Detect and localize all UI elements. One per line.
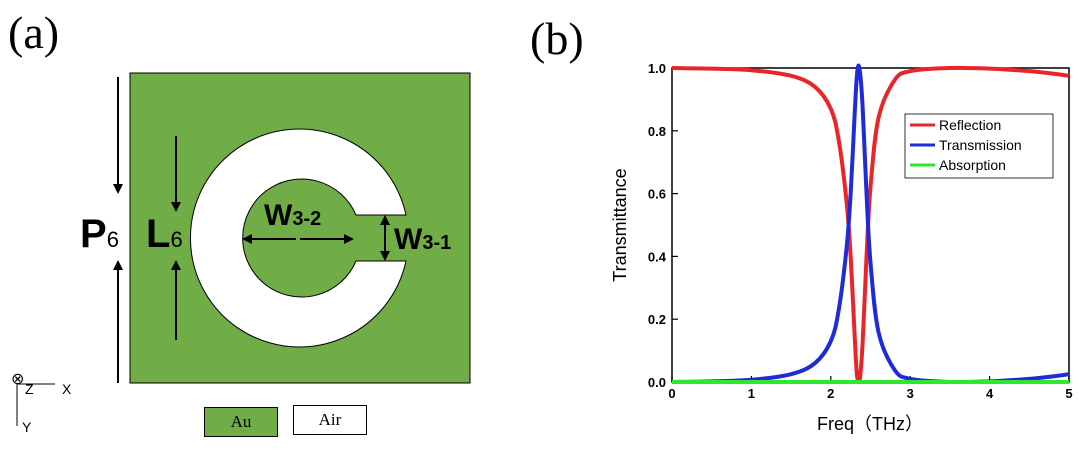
material-legend-air: Air	[293, 405, 367, 435]
air-split-ring	[189, 128, 407, 348]
x-tick-label: 2	[827, 386, 834, 401]
y-axis-label: Y	[22, 419, 32, 435]
x-tick-label: 0	[668, 386, 675, 401]
panel-a-label: (a)	[8, 7, 60, 58]
series-group	[671, 63, 1070, 385]
x-tick-label: 4	[986, 386, 994, 401]
y-tick-label: 0.2	[648, 312, 666, 327]
y-tick-label: 0.4	[648, 249, 667, 264]
legend-label-absorption: Absorption	[939, 157, 1006, 173]
x-tick-label: 1	[748, 386, 755, 401]
w32-label: W3-2	[264, 199, 321, 232]
series-line-transmission	[671, 63, 1070, 385]
tick-group: 0 1 2 3 4 5 0.0 0.2 0.4 0.6 0.8 1.0	[648, 61, 1073, 401]
x-axis-label: X	[62, 381, 72, 397]
legend-label-transmission: Transmission	[939, 137, 1022, 153]
y-tick-label: 0.6	[648, 187, 666, 202]
z-origin-icon: ⊗	[11, 371, 24, 388]
y-axis-title: Transmittance	[610, 168, 630, 281]
x-tick-label: 3	[907, 386, 914, 401]
panel-b-label: (b)	[530, 13, 584, 64]
unit-cell-diagram: P6 L6 W3-2 W3-1 ⊗ Z X Y	[11, 72, 471, 435]
x-tick-label: 5	[1065, 386, 1072, 401]
legend-label-reflection: Reflection	[939, 117, 1001, 133]
w31-label: W3-1	[394, 223, 451, 256]
y-tick-label: 0.0	[648, 375, 666, 390]
l-label: L6	[146, 212, 183, 256]
p-label: P6	[80, 212, 119, 256]
spectrum-chart: 0 1 2 3 4 5 0.0 0.2 0.4 0.6 0.8 1.0 Freq（THz） Trans…	[610, 61, 1073, 434]
y-tick-label: 0.8	[648, 124, 666, 139]
z-axis-label: Z	[25, 381, 34, 397]
material-legend-au: Au	[204, 407, 278, 437]
y-tick-label: 1.0	[648, 61, 666, 76]
x-axis-title: Freq（THz）	[817, 414, 923, 434]
